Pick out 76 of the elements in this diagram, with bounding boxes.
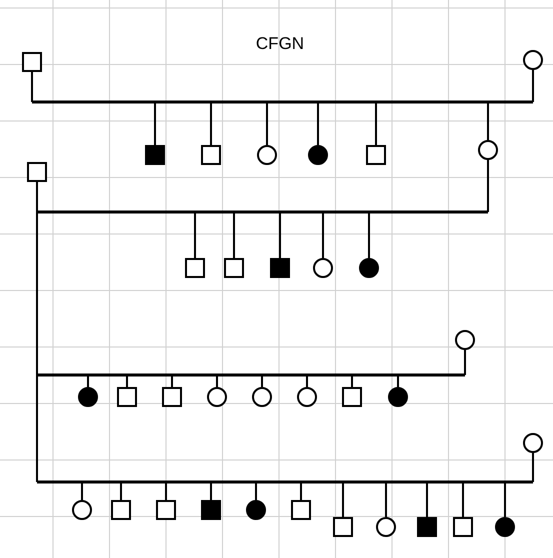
descent-line: [385, 482, 387, 517]
circle-symbol: [72, 500, 92, 520]
circle-symbol: [376, 517, 396, 537]
descent-line: [462, 482, 464, 517]
square-symbol: [342, 387, 362, 407]
descent-line: [464, 350, 466, 375]
chart-title: CFGN: [254, 34, 306, 54]
descent-line: [300, 482, 302, 500]
descent-line: [279, 212, 281, 258]
descent-line: [216, 375, 218, 387]
descent-line: [81, 482, 83, 500]
descent-line: [31, 72, 33, 102]
descent-line: [171, 375, 173, 387]
descent-line: [397, 375, 399, 387]
descent-line: [426, 482, 428, 517]
square-symbol: [117, 387, 137, 407]
descent-line: [210, 482, 212, 500]
descent-line: [532, 453, 534, 482]
descent-line: [120, 482, 122, 500]
circle-symbol: [523, 50, 543, 70]
square-symbol: [224, 258, 244, 278]
square-symbol: [291, 500, 311, 520]
filled-circle-symbol: [388, 387, 408, 407]
square-symbol: [27, 162, 47, 182]
descent-line: [532, 70, 534, 102]
square-symbol: [22, 52, 42, 72]
descent-line: [306, 375, 308, 387]
filled-square-symbol: [270, 258, 290, 278]
filled-circle-symbol: [308, 145, 328, 165]
filled-square-symbol: [417, 517, 437, 537]
square-symbol: [185, 258, 205, 278]
descent-line: [487, 102, 489, 140]
square-symbol: [111, 500, 131, 520]
marriage-line: [37, 374, 465, 376]
descent-line: [194, 212, 196, 258]
circle-symbol: [297, 387, 317, 407]
circle-symbol: [252, 387, 272, 407]
circle-symbol: [313, 258, 333, 278]
descent-line: [322, 212, 324, 258]
circle-symbol: [455, 330, 475, 350]
descent-line: [487, 160, 489, 212]
square-symbol: [162, 387, 182, 407]
marriage-line: [32, 100, 533, 104]
descent-line: [342, 482, 344, 517]
circle-symbol: [523, 433, 543, 453]
filled-circle-symbol: [78, 387, 98, 407]
filled-square-symbol: [201, 500, 221, 520]
descent-line: [375, 102, 377, 145]
descent-line: [351, 375, 353, 387]
square-symbol: [366, 145, 386, 165]
descent-line: [36, 182, 38, 482]
descent-line: [504, 482, 506, 517]
square-symbol: [156, 500, 176, 520]
descent-line: [255, 482, 257, 500]
descent-line: [154, 102, 156, 145]
circle-symbol: [207, 387, 227, 407]
descent-line: [266, 102, 268, 145]
circle-symbol: [257, 145, 277, 165]
filled-circle-symbol: [246, 500, 266, 520]
marriage-line: [37, 210, 488, 214]
descent-line: [261, 375, 263, 387]
filled-circle-symbol: [359, 258, 379, 278]
square-symbol: [453, 517, 473, 537]
descent-line: [368, 212, 370, 258]
filled-square-symbol: [145, 145, 165, 165]
descent-line: [87, 375, 89, 387]
descent-line: [317, 102, 319, 145]
circle-symbol: [478, 140, 498, 160]
square-symbol: [333, 517, 353, 537]
square-symbol: [201, 145, 221, 165]
marriage-line: [37, 480, 533, 484]
descent-line: [165, 482, 167, 500]
descent-line: [210, 102, 212, 145]
filled-circle-symbol: [495, 517, 515, 537]
descent-line: [233, 212, 235, 258]
descent-line: [126, 375, 128, 387]
